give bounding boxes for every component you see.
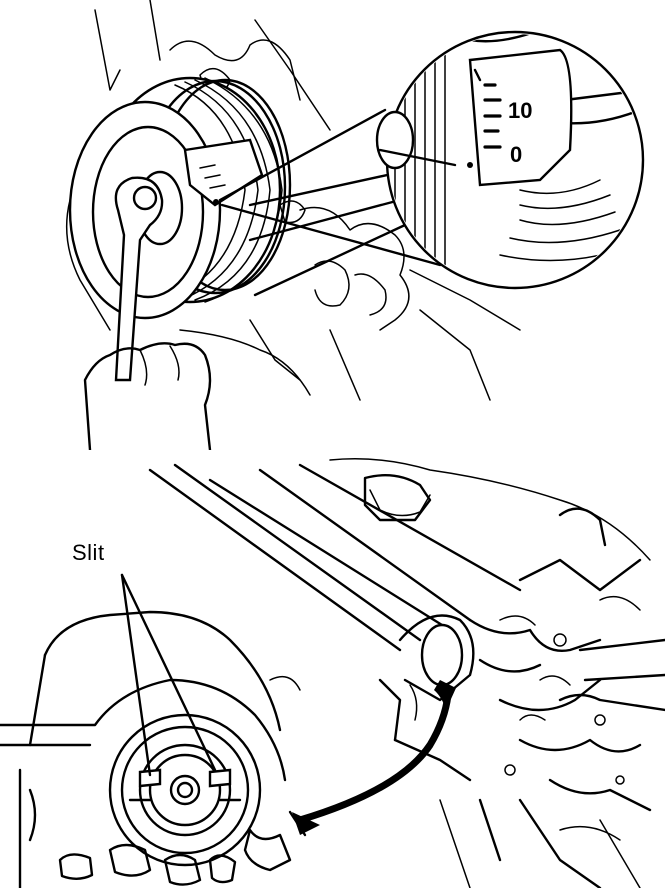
- wrench-tool: [114, 176, 164, 382]
- timing-cover: [0, 610, 301, 888]
- camshaft-pulley: [108, 713, 262, 867]
- magnifier-callout-lines: [218, 108, 442, 267]
- timing-scale: 10 0: [467, 83, 532, 168]
- crankshaft-pulley: [68, 76, 292, 320]
- slit-right: [208, 768, 232, 788]
- slit-left: [138, 768, 162, 788]
- cam-hole-area: [378, 614, 475, 782]
- engine-right-detail: [439, 595, 665, 888]
- hand: [83, 342, 212, 450]
- drive-belt: [248, 168, 412, 297]
- slit-label: Slit: [72, 540, 105, 565]
- cylinder-head-cover: [148, 458, 651, 652]
- camshaft-slit-illustration: [0, 458, 665, 888]
- scale-label-10: 10: [508, 98, 532, 123]
- magnified-view: 10 0: [375, 30, 645, 290]
- scale-label-0: 0: [510, 142, 522, 167]
- crankshaft-pulley-illustration: 10 0: [65, 0, 645, 450]
- slit-callout: [120, 573, 217, 777]
- direction-arrow: [288, 680, 456, 837]
